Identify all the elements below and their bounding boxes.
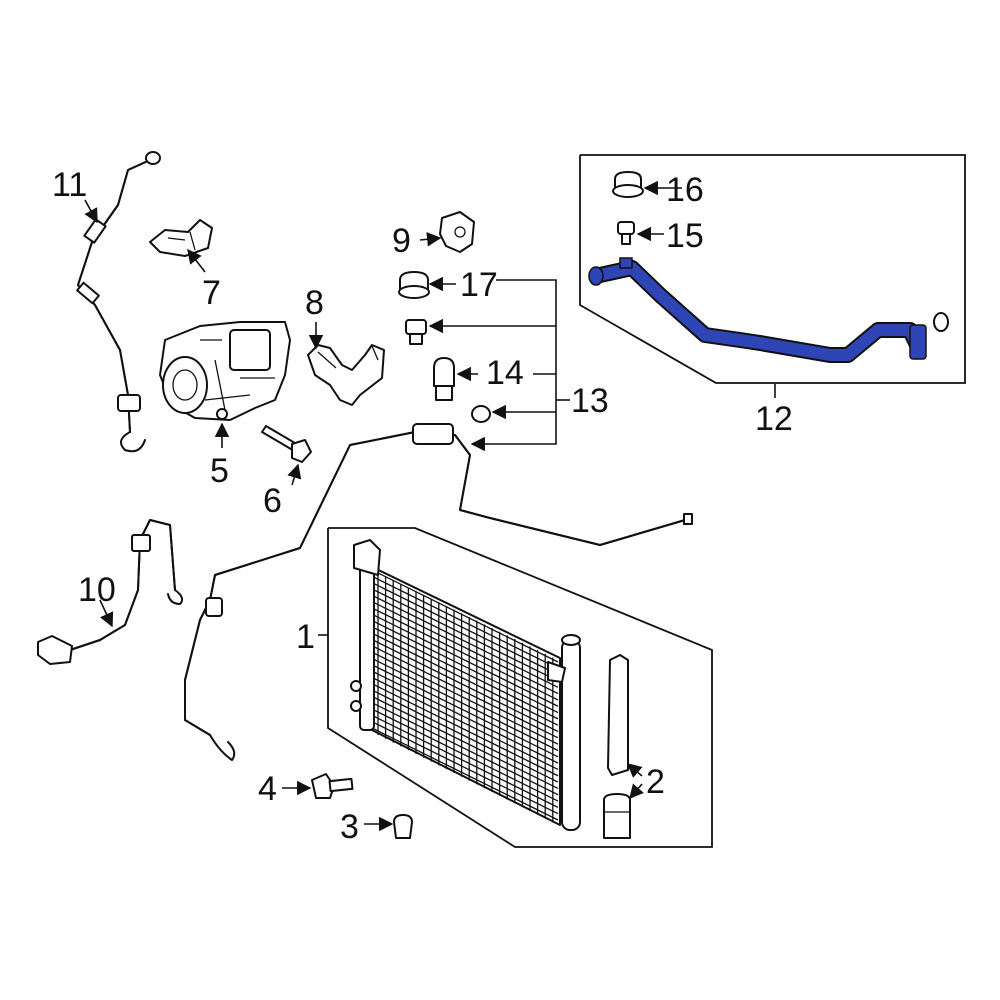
callout-16: 16 — [666, 171, 704, 209]
part-11-suction-hose — [76, 151, 161, 453]
inset-frame-1 — [327, 527, 713, 848]
condenser-fin-line — [371, 638, 559, 733]
condenser-fin-line — [371, 645, 559, 739]
part-1-condenser — [350, 539, 581, 831]
callout-11: 11 — [52, 166, 87, 204]
condenser-fin-line — [371, 575, 559, 669]
condenser-fin-line — [371, 582, 559, 676]
callouts: 11 7 8 9 17 14 13 16 15 12 5 6 10 1 2 4 … — [52, 166, 793, 846]
condenser-fin-line — [371, 657, 559, 752]
condenser-fin-line — [371, 670, 559, 764]
callout-14: 14 — [486, 354, 524, 392]
callout-4: 4 — [258, 770, 277, 808]
condenser-fin-line — [371, 727, 559, 821]
condenser-fin-line — [371, 676, 559, 771]
part-12-oring — [933, 312, 949, 332]
condenser-fin-line — [371, 601, 559, 695]
callout-8: 8 — [305, 284, 324, 322]
callout-10: 10 — [78, 571, 116, 609]
part-4-bolt — [311, 773, 354, 799]
callout-1: 1 — [296, 618, 315, 656]
condenser-fin-line — [371, 588, 559, 682]
condenser-fin-line — [371, 689, 559, 783]
leader-6 — [287, 463, 302, 486]
part-12-fitting-end — [909, 324, 927, 360]
leader-11 — [84, 199, 98, 224]
leader-17-bracket — [470, 279, 557, 452]
part-7-bracket — [149, 219, 213, 257]
leader-10 — [99, 599, 114, 628]
part-6-bolt — [261, 425, 312, 463]
leader-2a — [626, 763, 643, 778]
leader-7 — [187, 248, 206, 273]
condenser-fin-line — [371, 683, 559, 777]
callout-2: 2 — [646, 763, 665, 801]
leader-9 — [419, 232, 442, 247]
condenser-fin-line — [371, 626, 559, 720]
condenser-fin-line — [371, 651, 559, 745]
part-17-valve — [405, 319, 427, 345]
inset-frame-12 — [579, 154, 966, 384]
condenser-fin-line — [371, 569, 559, 663]
condenser-fin-line — [371, 594, 559, 688]
leaders — [84, 180, 776, 832]
part-5-compressor — [159, 321, 291, 421]
callout-7: 7 — [202, 274, 221, 312]
part-3-grommet — [393, 814, 413, 839]
condenser-fin-line — [371, 632, 559, 726]
condenser-fin-line — [371, 664, 559, 758]
callout-6: 6 — [263, 482, 282, 520]
part-16-cap — [612, 171, 644, 198]
condenser-fins — [371, 569, 559, 823]
part-12-hose-body — [594, 262, 923, 361]
condenser-fin-line — [371, 619, 559, 714]
condenser-fin-line — [371, 708, 559, 802]
callout-12: 12 — [755, 400, 793, 438]
callout-3: 3 — [340, 808, 359, 846]
leader-2b — [629, 783, 644, 800]
part-12-ac-hose-highlighted[interactable] — [588, 257, 927, 363]
callout-15: 15 — [666, 217, 704, 255]
condenser-fin-line — [371, 613, 559, 707]
part-14-pressure-switch — [433, 357, 455, 401]
part-12-end-cap — [588, 266, 604, 286]
part-9-block — [439, 211, 475, 253]
callout-9: 9 — [392, 222, 411, 260]
condenser-fin-line — [371, 721, 559, 815]
part-10-discharge-hose — [37, 519, 184, 665]
part-12-fitting-top — [619, 257, 633, 269]
part-13-oring — [471, 405, 491, 423]
part-13-liquid-line — [184, 423, 693, 761]
callout-13: 13 — [571, 382, 609, 420]
part-8-bracket — [307, 344, 385, 406]
condenser-fin-line — [371, 607, 559, 701]
condenser-fin-line — [371, 714, 559, 808]
part-2-desiccant — [603, 654, 631, 839]
part-15-valve — [617, 221, 635, 245]
part-17-cap — [398, 271, 430, 299]
callout-17: 17 — [460, 266, 498, 304]
callout-5: 5 — [210, 452, 229, 490]
condenser-fin-line — [371, 702, 559, 796]
condenser-fin-line — [371, 695, 559, 789]
